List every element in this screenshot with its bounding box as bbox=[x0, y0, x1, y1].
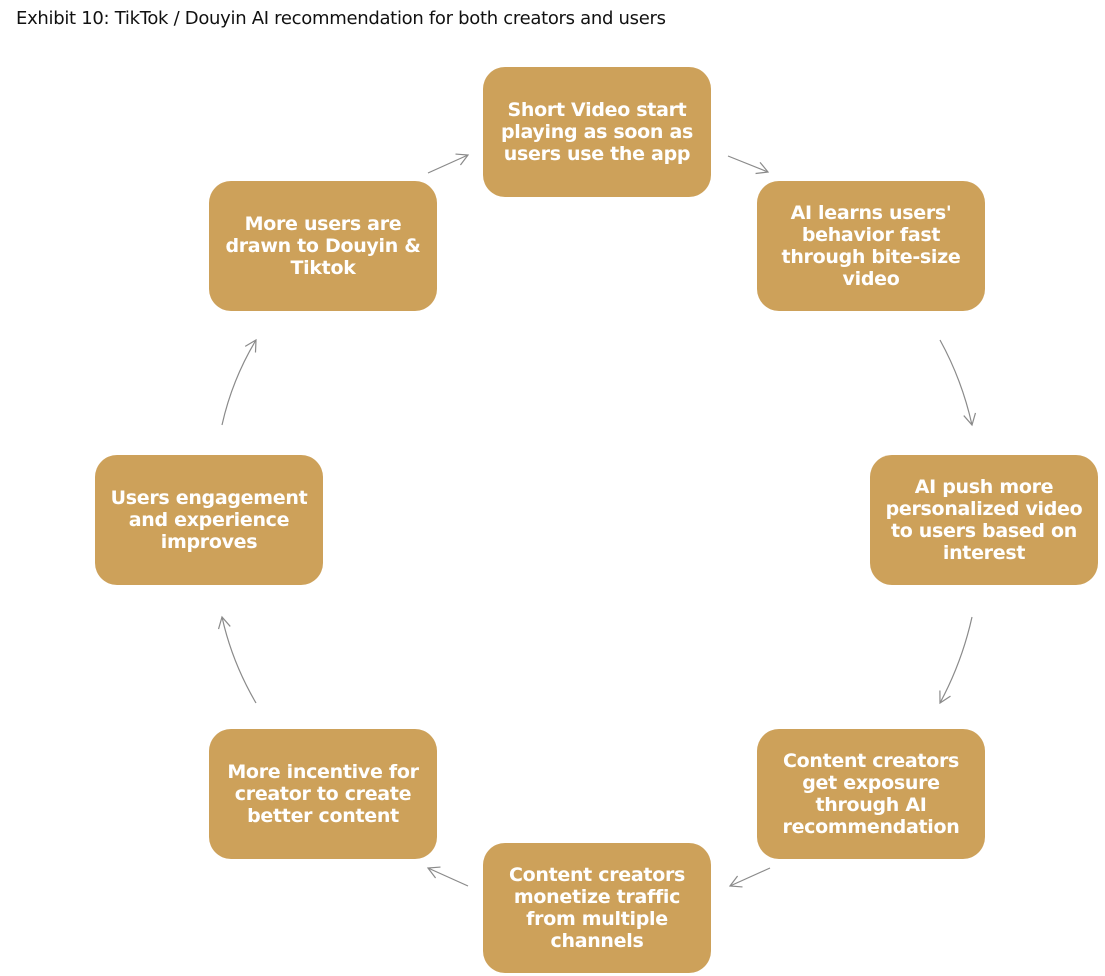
arrow-3-to-4 bbox=[939, 616, 973, 705]
node-label: Short Video start playing as soon as use… bbox=[500, 99, 694, 165]
node-label: More users are drawn to Douyin & Tiktok bbox=[225, 213, 421, 279]
cycle-node-user-engagement: Users engagement and experience improves bbox=[95, 455, 323, 585]
cycle-node-more-incentive: More incentive for creator to create bet… bbox=[209, 729, 437, 859]
cycle-node-ai-learns: AI learns users' behavior fast through b… bbox=[757, 181, 985, 311]
cycle-node-creator-exposure: Content creators get exposure through AI… bbox=[757, 729, 985, 859]
node-label: Content creators monetize traffic from m… bbox=[508, 864, 686, 952]
arrow-2-to-3 bbox=[939, 339, 977, 427]
cycle-node-ai-push: AI push more personalized video to users… bbox=[870, 455, 1098, 585]
node-label: More incentive for creator to create bet… bbox=[227, 761, 419, 827]
arrow-1-to-2 bbox=[727, 155, 770, 175]
node-label: AI push more personalized video to users… bbox=[885, 476, 1083, 564]
arrow-6-to-7 bbox=[217, 615, 257, 704]
arrow-5-to-6 bbox=[426, 866, 469, 887]
arrow-8-to-1 bbox=[427, 153, 470, 174]
arrow-4-to-5 bbox=[728, 867, 771, 888]
node-label: AI learns users' behavior fast through b… bbox=[781, 202, 961, 290]
cycle-node-creator-monetize: Content creators monetize traffic from m… bbox=[483, 843, 711, 973]
cycle-node-more-users: More users are drawn to Douyin & Tiktok bbox=[209, 181, 437, 311]
node-label: Users engagement and experience improves bbox=[110, 487, 308, 553]
node-label: Content creators get exposure through AI… bbox=[782, 750, 960, 838]
cycle-node-short-video-start: Short Video start playing as soon as use… bbox=[483, 67, 711, 197]
arrow-7-to-8 bbox=[221, 338, 257, 426]
exhibit-title: Exhibit 10: TikTok / Douyin AI recommend… bbox=[16, 8, 666, 29]
